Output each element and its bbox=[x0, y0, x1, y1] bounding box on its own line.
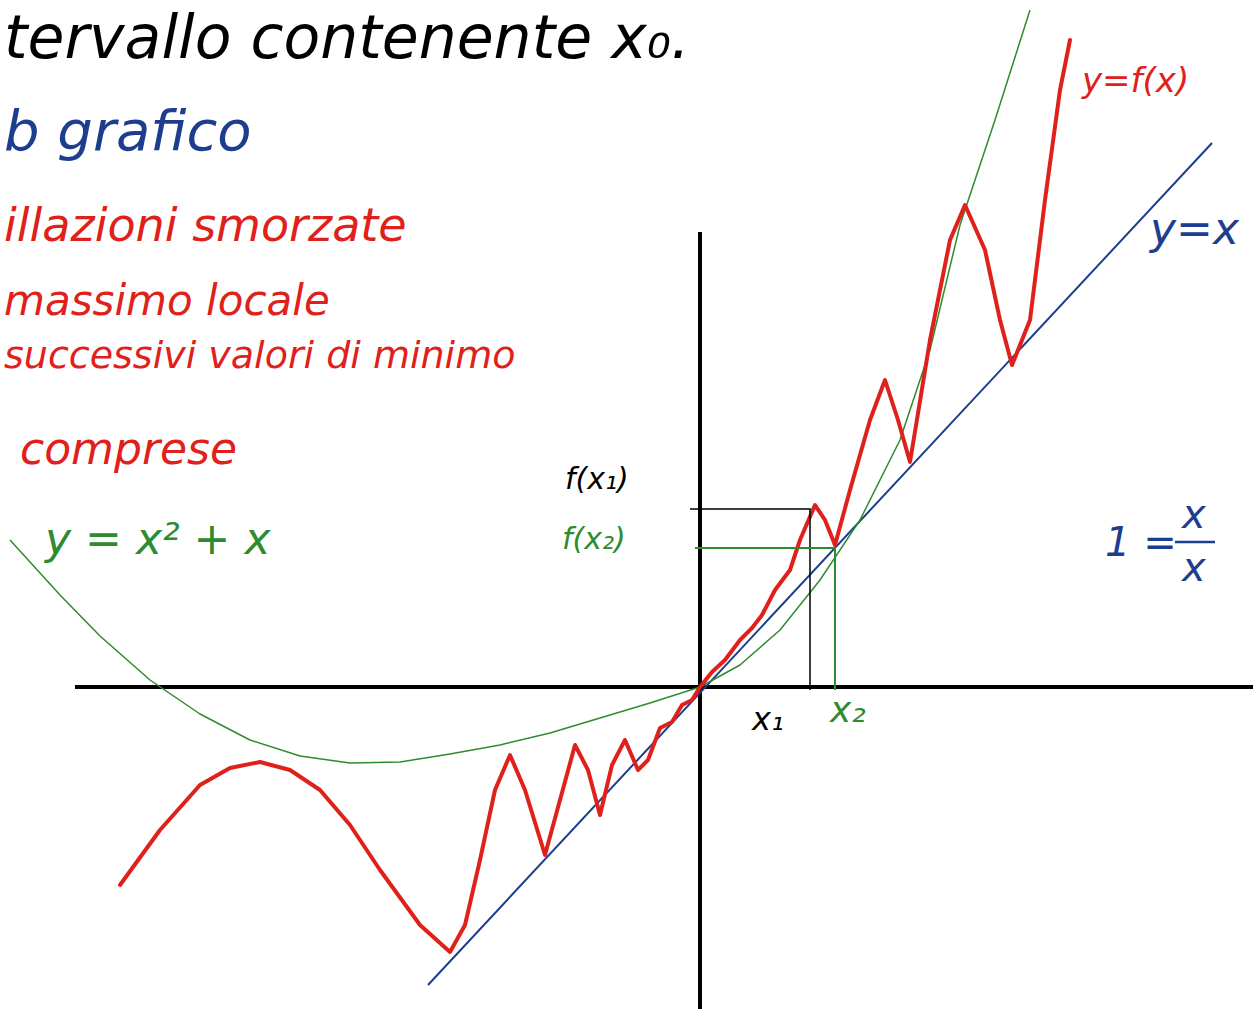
note-text: successivi valori di minimo bbox=[4, 335, 515, 377]
note-text: massimo locale bbox=[4, 278, 330, 324]
note-text: x bbox=[1182, 545, 1206, 589]
line-y-equals-x bbox=[428, 143, 1212, 985]
note-text: comprese bbox=[20, 425, 237, 473]
y-axis bbox=[698, 232, 702, 1009]
curve-label: y = x² + x bbox=[45, 515, 270, 563]
curve-label: y=x bbox=[1150, 205, 1239, 253]
fraction-bar bbox=[1175, 541, 1215, 544]
note-text: illazioni smorzate bbox=[4, 200, 407, 251]
curve-label: y=f(x) bbox=[1082, 62, 1189, 99]
value-label: f(x₁) bbox=[565, 462, 629, 495]
function-curve bbox=[120, 40, 1070, 952]
axis-label: x₂ bbox=[830, 690, 866, 730]
value-label: f(x₂) bbox=[562, 522, 626, 555]
axis-label: x₁ bbox=[752, 702, 784, 737]
note-text: x bbox=[1182, 492, 1206, 536]
guide-line bbox=[695, 548, 835, 690]
x-axis bbox=[75, 685, 1253, 689]
heading-text: tervallo contenente x₀. bbox=[4, 4, 690, 70]
note-text: 1 = bbox=[1105, 520, 1177, 564]
subheading-text: b grafico bbox=[4, 100, 251, 162]
guide-line bbox=[690, 509, 810, 690]
